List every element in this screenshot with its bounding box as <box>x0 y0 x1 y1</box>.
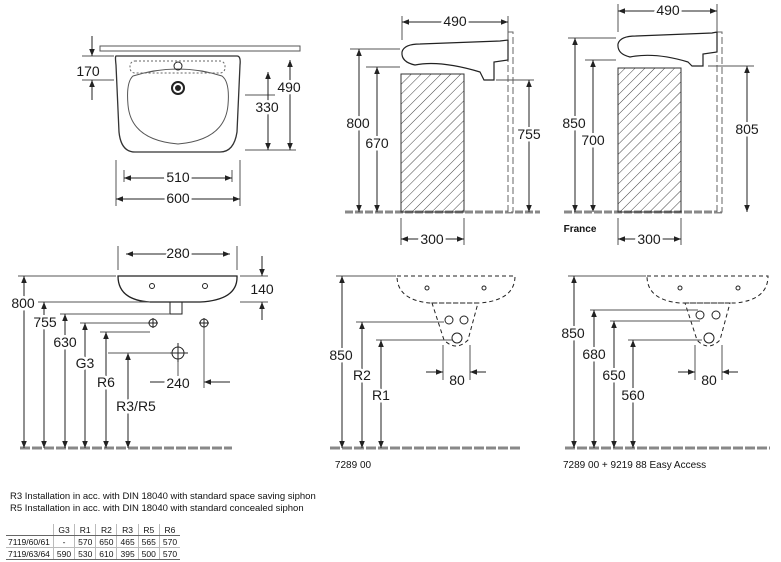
mounting-easy-labels: 850 680 650 560 80 7289 00 + 9219 88 Eas… <box>559 323 717 472</box>
table-cell: 7119/63/64 <box>6 547 54 560</box>
dim-r3-r5: R3/R5 <box>116 398 156 414</box>
table-header-cell: R2 <box>95 524 117 536</box>
table-cell: 565 <box>137 535 160 548</box>
dim-rim-height: 800 <box>346 115 370 131</box>
front-view-labels: 170 490 330 510 600 <box>76 63 303 209</box>
dim-g3: G3 <box>76 355 95 371</box>
dimension-table: G3 R1 R2 R3 R5 R6 7119/60/61 - 570 650 4… <box>6 524 181 560</box>
wall-strip <box>507 31 514 213</box>
installation-labels: 280 140 800 755 630 G3 R6 R3/R5 240 <box>9 243 277 417</box>
table-header-cell: R1 <box>74 524 96 536</box>
wall-strip <box>99 45 301 52</box>
dim-680: 680 <box>582 346 606 362</box>
note-r5: R5 Installation in acc. with DIN 18040 w… <box>10 503 304 514</box>
technical-drawing: 170 490 330 510 600 490 800 670 755 300 <box>9 0 770 472</box>
side-view-france <box>564 4 754 245</box>
dim-r2: R2 <box>353 367 371 383</box>
tap-platform <box>129 60 226 74</box>
dim-width: 600 <box>166 190 190 206</box>
table-cell: 465 <box>116 535 139 548</box>
note-r3: R3 Installation in acc. with DIN 18040 w… <box>10 491 316 502</box>
siphon-cover <box>617 67 682 213</box>
dim-front-height: 140 <box>250 281 274 297</box>
dim-total-height: 755 <box>517 126 541 142</box>
table-cell: 500 <box>137 547 160 560</box>
mounting-caption: 7289 00 + 9219 88 Easy Access <box>563 460 706 471</box>
dim-width: 80 <box>449 372 465 388</box>
basin-profile <box>617 31 718 67</box>
dim-height: 850 <box>561 325 585 341</box>
table-cell: 7119/60/61 <box>8 536 50 547</box>
drain-hole <box>171 81 185 95</box>
mounting-caption: 7289 00 <box>335 460 372 471</box>
dim-underside-height: 700 <box>581 132 605 148</box>
table-row: 7119/63/64 590 530 610 395 500 570 <box>6 547 181 560</box>
bracket-dashed <box>431 302 479 347</box>
side-view-standard <box>345 16 540 245</box>
basin-section <box>117 275 238 303</box>
table-header-cell: R6 <box>158 524 181 536</box>
dim-rim-height: 800 <box>11 295 35 311</box>
dim-r6: R6 <box>97 374 115 390</box>
dim-trap-height: 630 <box>53 334 77 350</box>
table-header-cell: R5 <box>137 524 160 536</box>
mounting-view-7289 <box>330 275 520 450</box>
dim-depth: 490 <box>443 13 467 29</box>
table-cell: 610 <box>95 547 117 560</box>
dim-560: 560 <box>621 387 645 403</box>
table-cell: 570 <box>74 535 96 548</box>
dim-total-height: 805 <box>735 121 759 137</box>
dim-top-gap: 170 <box>76 63 100 79</box>
dim-offset: 240 <box>166 375 190 391</box>
dim-siphon-width: 300 <box>637 231 661 247</box>
france-label: France <box>564 224 597 235</box>
table-header-cell: R3 <box>116 524 139 536</box>
installation-view <box>18 246 268 450</box>
dim-rim-height: 850 <box>562 115 586 131</box>
side-view-france-labels: 490 850 700 805 300 France <box>560 0 762 250</box>
dim-bowl-depth: 330 <box>255 99 279 115</box>
siphon-cover <box>400 73 465 213</box>
basin-outline <box>114 55 241 153</box>
table-header-row: G3 R1 R2 R3 R5 R6 <box>6 524 181 536</box>
dim-siphon-width: 300 <box>420 231 444 247</box>
side-view-standard-labels: 490 800 670 755 300 <box>344 11 544 250</box>
table-cell: 590 <box>52 547 75 560</box>
basin-dashed <box>396 275 516 304</box>
mounting-7289-labels: 850 R2 R1 80 7289 00 <box>327 345 465 472</box>
basin-profile <box>401 39 509 81</box>
table-cell: - <box>52 535 75 548</box>
wall-strip <box>716 31 723 213</box>
dim-height: 490 <box>277 79 301 95</box>
table-cell: 395 <box>116 547 139 560</box>
tap-hole <box>173 61 183 71</box>
dim-underside-height: 670 <box>365 135 389 151</box>
dim-bowl-width: 510 <box>166 169 190 185</box>
basin-bowl <box>127 68 229 145</box>
dim-bowl-width: 280 <box>166 245 190 261</box>
dim-650: 650 <box>602 367 626 383</box>
table-row: 7119/60/61 - 570 650 465 565 570 <box>6 535 181 548</box>
table-cell: 570 <box>158 547 181 560</box>
table-cell: 650 <box>95 535 117 548</box>
dim-height: 850 <box>329 347 353 363</box>
dim-width: 80 <box>701 372 717 388</box>
basin-dashed <box>646 275 769 304</box>
table-cell: 530 <box>74 547 96 560</box>
front-view <box>82 36 301 206</box>
dim-r1: R1 <box>372 387 390 403</box>
table-header-cell: G3 <box>52 524 75 536</box>
mounting-view-easy-access <box>565 275 770 450</box>
dim-outlet-height: 755 <box>33 314 57 330</box>
table-cell: 570 <box>158 535 181 548</box>
table-header-cell <box>6 524 54 536</box>
dim-depth: 490 <box>656 2 680 18</box>
